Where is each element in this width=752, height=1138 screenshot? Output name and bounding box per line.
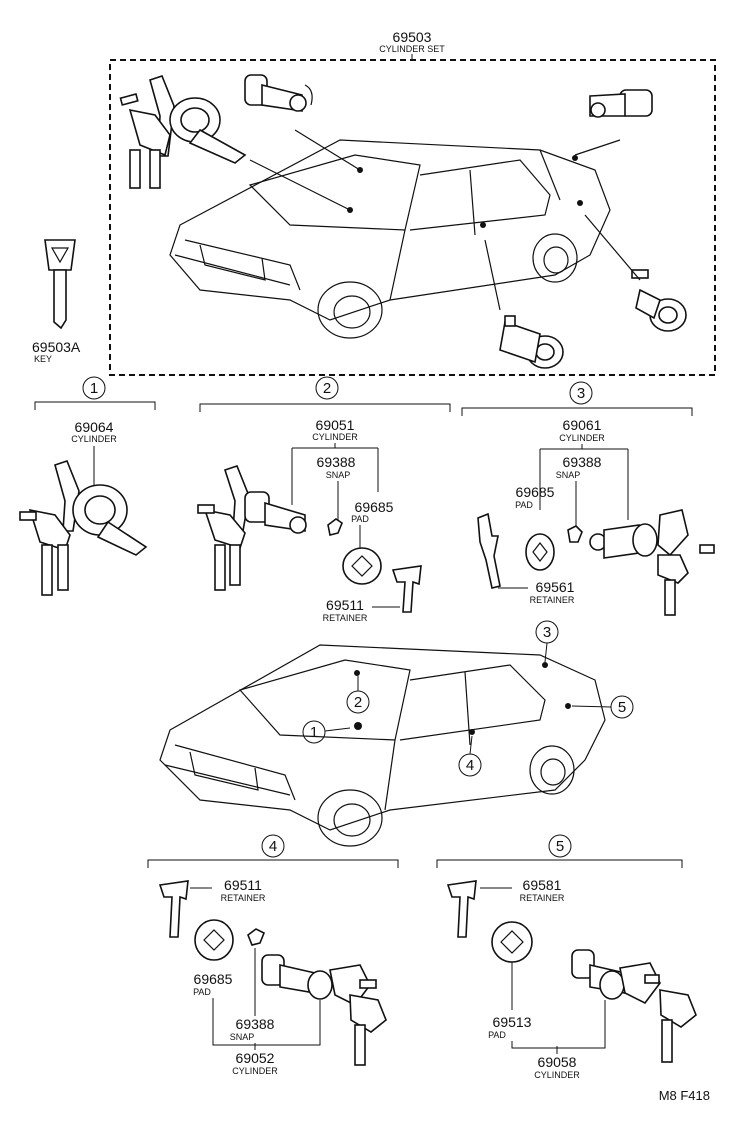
g5-pad [491,921,533,963]
g4-retainer [158,880,189,938]
footer-code: M8 F418 [659,1088,710,1103]
g2-cylinder-number: 69051 [316,417,355,433]
top-door-cylinder-left [244,74,313,112]
g5-cylinder-name: CYLINDER [534,1070,580,1080]
g2-snap-number: 69388 [317,454,356,470]
callout-5-label: 5 [618,699,626,716]
group-5-badge [548,834,572,858]
set-name: CYLINDER SET [379,44,445,54]
g2-retainer [391,565,422,613]
g1-ignition-cylinder [19,460,148,596]
g4-cylinder-name: CYLINDER [232,1066,278,1076]
top-car-illustration [169,139,611,339]
g3-retainer-number: 69561 [536,579,575,595]
g3-pad-number: 69685 [516,484,555,500]
g4-retainer-number: 69511 [224,877,262,893]
g3-retainer [477,512,501,589]
g4-snap-number: 69388 [236,1016,275,1032]
g2-retainer-number: 69511 [326,597,364,613]
group-5-label: 5 [556,838,564,855]
group-2-label: 2 [323,380,331,397]
g5-cylinder-and-key [571,949,697,1063]
g3-snap-name: SNAP [556,470,581,480]
group-4-label: 4 [269,838,277,855]
top-fuel-cylinder [631,269,687,332]
callout-1-label: 1 [310,724,318,741]
g4-cylinder-number: 69052 [236,1050,275,1066]
g2-snap [327,518,343,536]
callout-2-label: 2 [354,694,362,711]
g3-cylinder-and-key [589,509,715,616]
g5-retainer-number: 69581 [523,877,562,893]
group-4-badge [261,834,285,858]
top-door-cylinder-right [499,315,564,369]
callout-3-label: 3 [543,624,551,641]
group-3-label: 3 [577,385,585,402]
cylinder-set-box [109,59,716,376]
group-3-bracket [461,407,693,416]
g5-pad-number: 69513 [493,1014,532,1030]
g3-cylinder-number: 69061 [563,417,602,433]
g3-snap [567,525,583,543]
top-ignition-key-set [119,75,247,189]
g1-cylinder-number: 69064 [75,419,114,435]
g3-pad-name: PAD [515,500,533,510]
g3-pad [525,533,555,571]
g5-retainer [446,880,477,938]
g1-cylinder-name: CYLINDER [71,434,117,444]
g2-pad [342,547,382,585]
top-trunk-cylinder [589,89,653,118]
g4-retainer-name: RETAINER [221,893,266,903]
callout-1-badge [302,720,326,744]
g4-snap [247,928,266,946]
group-4-bracket [147,859,399,868]
group-3-badge [569,381,593,405]
g2-key-and-cylinder [197,465,307,591]
g2-retainer-name: RETAINER [323,613,368,623]
group-1-bracket [34,401,156,410]
g4-pad [194,919,234,961]
g4-pad-name: PAD [193,987,211,997]
g2-pad-name: PAD [351,514,369,524]
group-5-bracket [436,859,683,868]
g3-cylinder-name: CYLINDER [559,433,605,443]
g3-snap-number: 69388 [563,454,602,470]
g5-retainer-name: RETAINER [520,893,565,903]
top-leader-arrows [249,129,641,311]
key-illustration [44,239,76,330]
key-name: KEY [34,354,52,364]
group-1-badge [82,376,106,400]
g2-cylinder-name: CYLINDER [312,432,358,442]
g2-snap-name: SNAP [326,470,351,480]
group-1-label: 1 [90,380,98,397]
g5-pad-name: PAD [488,1030,506,1040]
key-number: 69503A [32,339,81,355]
g5-cylinder-number: 69058 [538,1054,577,1070]
group-2-bracket [199,403,451,412]
g2-pad-number: 69685 [355,499,394,515]
set-number: 69503 [393,29,432,45]
callout-4-label: 4 [466,757,474,774]
group-2-badge [315,376,339,400]
g4-pad-number: 69685 [194,971,233,987]
g4-cylinder-and-key [261,954,387,1066]
g4-snap-name: SNAP [230,1032,255,1042]
middle-car-illustration [159,644,606,847]
g3-retainer-name: RETAINER [530,595,575,605]
